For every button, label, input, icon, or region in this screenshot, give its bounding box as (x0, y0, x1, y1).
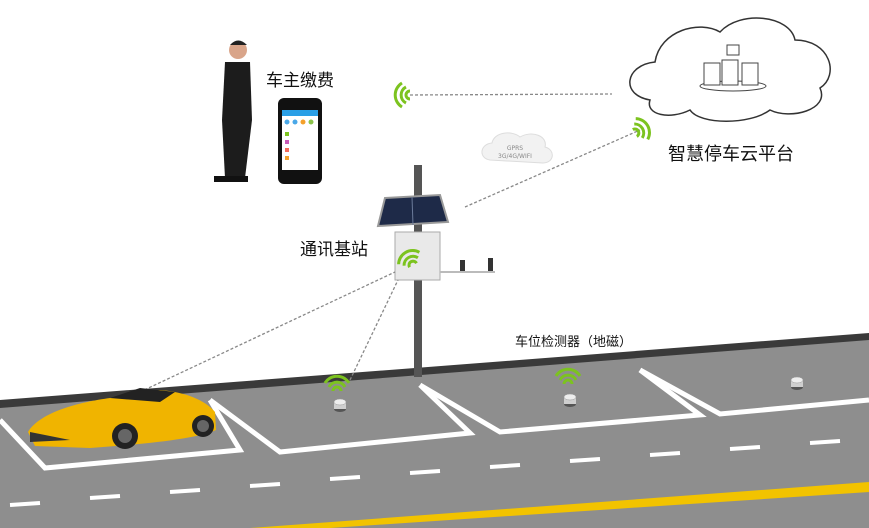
network-label-1: GPRS (507, 145, 523, 152)
parking-sensor (790, 376, 804, 391)
network-cloud: GPRS 3G/4G/WIFI (481, 132, 553, 164)
phone (278, 98, 322, 184)
car-owner (214, 40, 252, 182)
cloud-signal-icon (627, 113, 656, 145)
cloud-platform: 智慧停车云平台 (629, 17, 831, 165)
car (28, 388, 216, 449)
base-station (376, 165, 495, 377)
base-station-label: 通讯基站 (300, 240, 368, 260)
data-links (139, 93, 641, 393)
solar-panel (376, 193, 450, 228)
lane-dashes (9, 439, 841, 507)
network-label-2: 3G/4G/WIFI (498, 153, 532, 160)
cloud-platform-label: 智慧停车云平台 (668, 144, 794, 165)
road (0, 333, 869, 528)
server-icon (699, 44, 767, 92)
yellow-center-line (250, 482, 869, 528)
owner-payment-label: 车主缴费 (266, 71, 334, 91)
parking-spaces (0, 367, 869, 471)
detector-label: 车位检测器（地磁） (515, 334, 632, 350)
payment-signal-icon (393, 81, 412, 109)
